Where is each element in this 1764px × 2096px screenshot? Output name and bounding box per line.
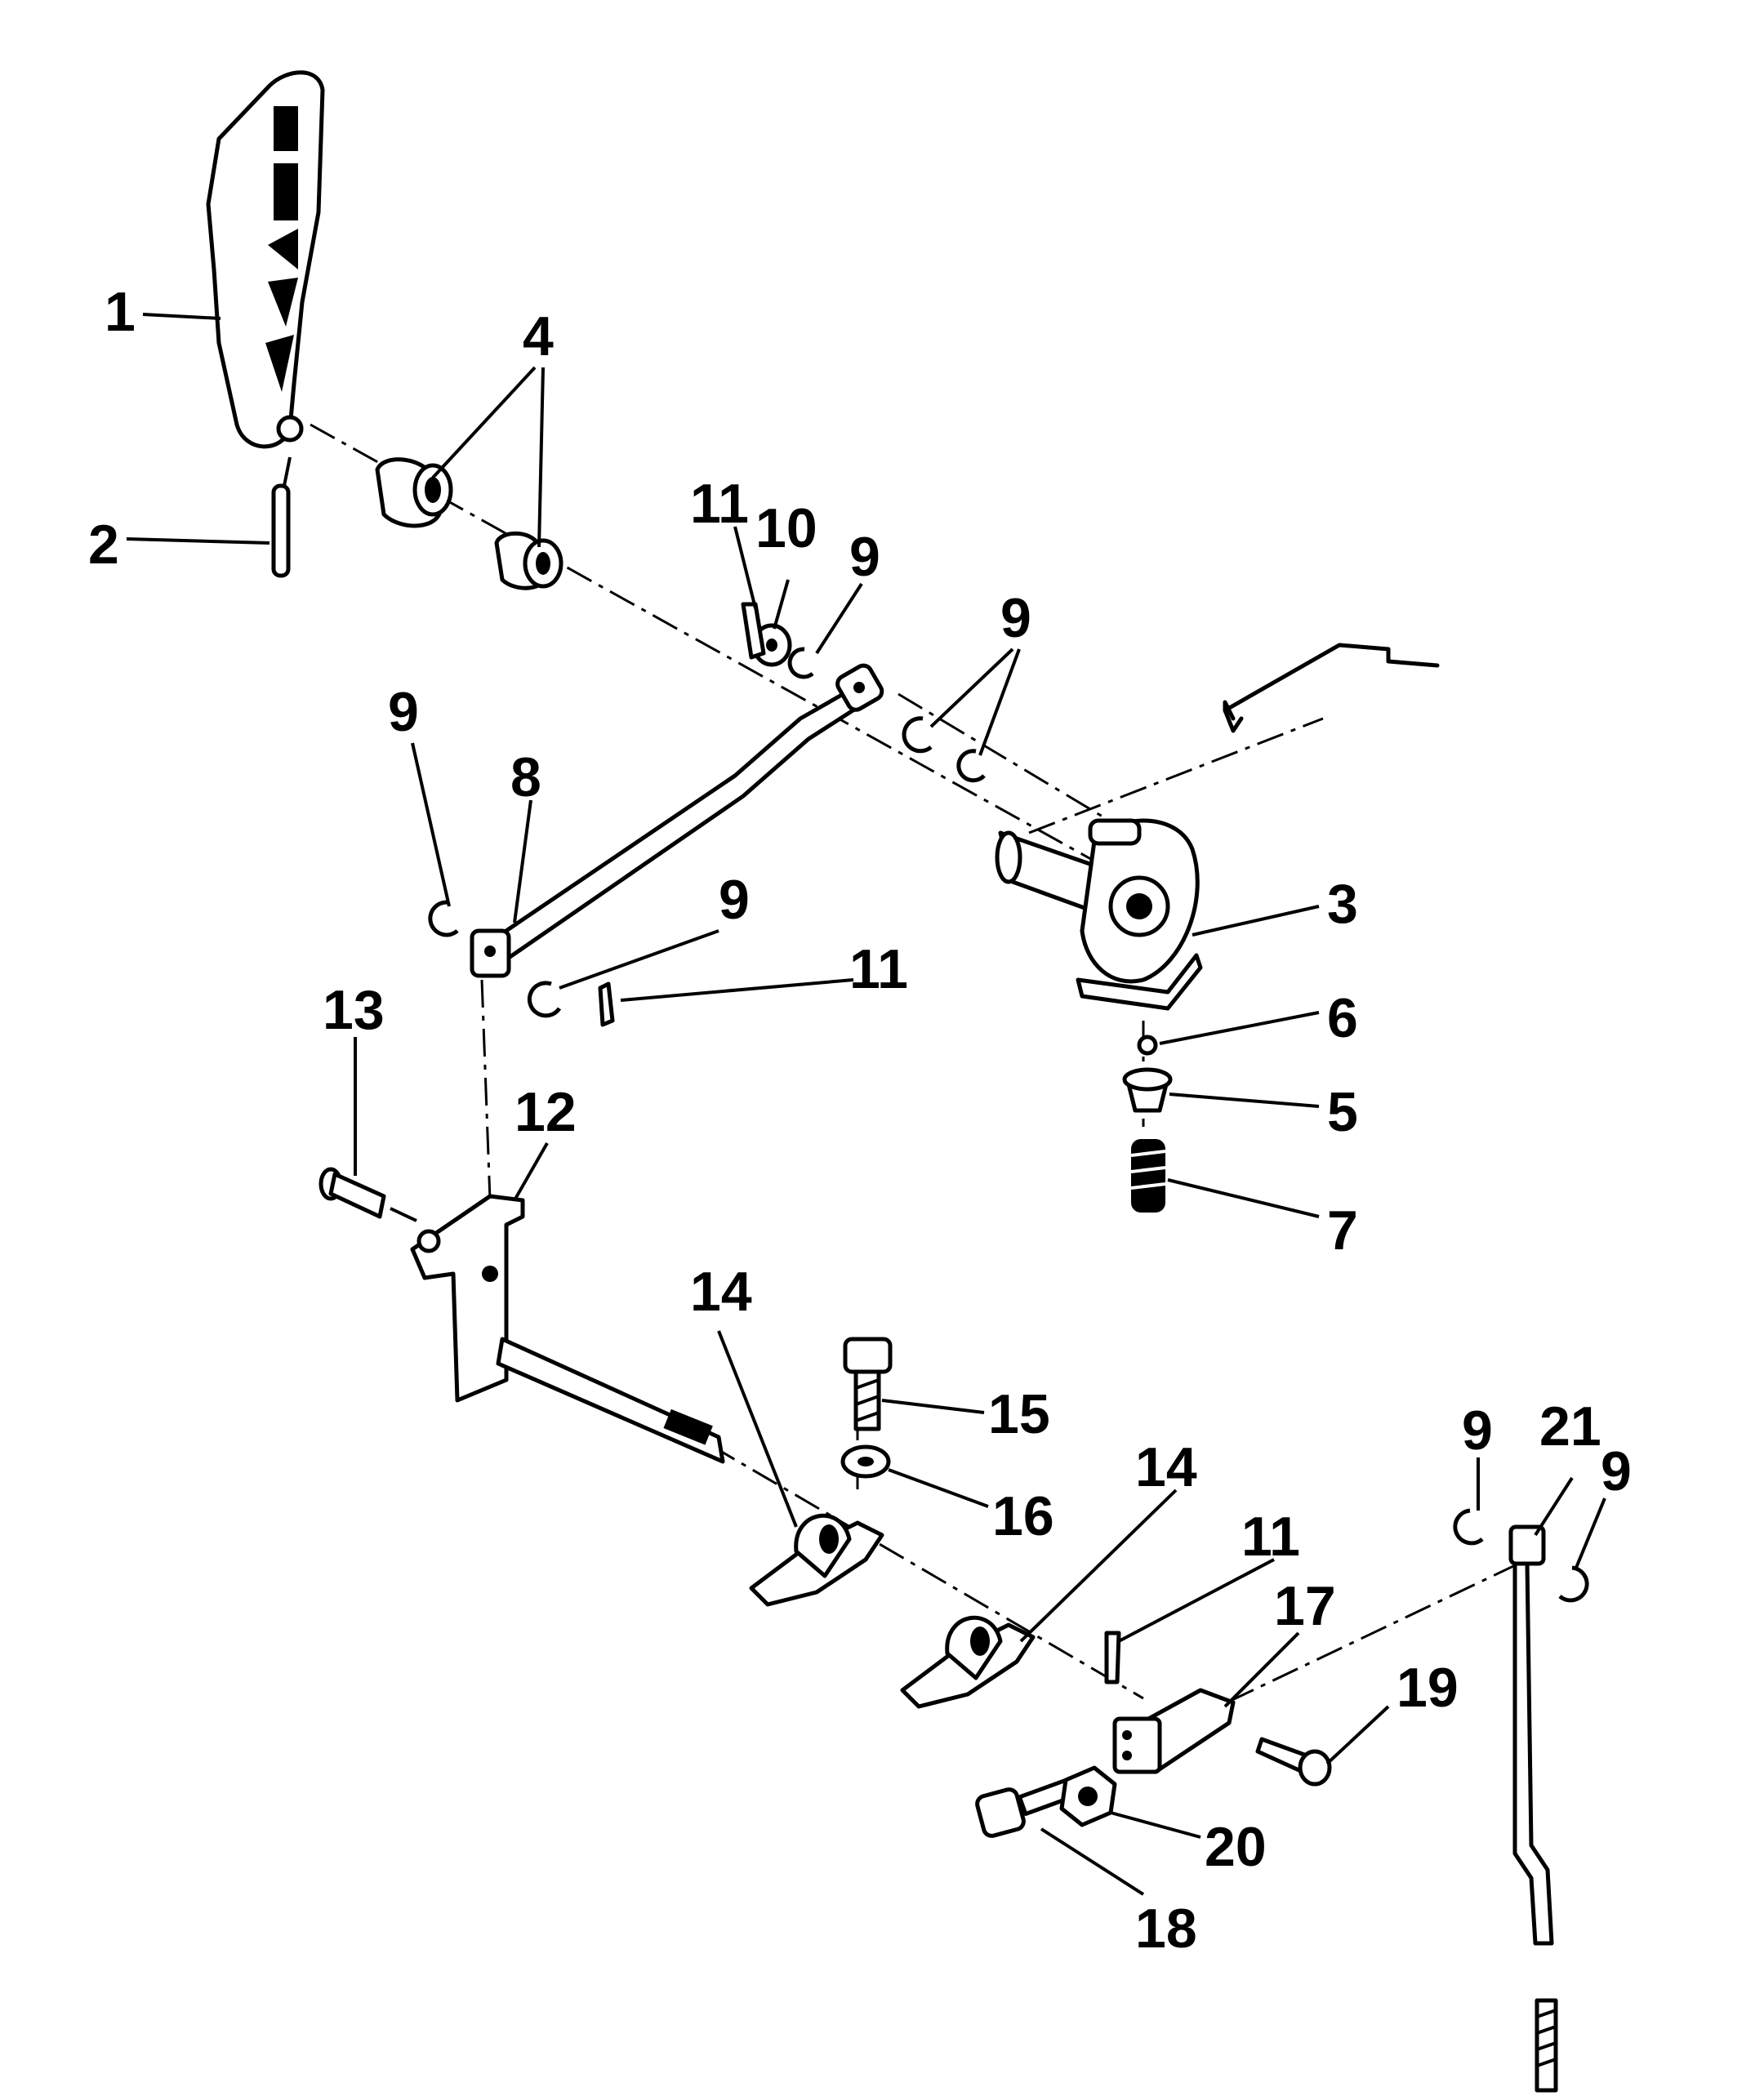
leader-lines: [126, 313, 1606, 1643]
part-5-plunger: [1122, 1067, 1320, 1113]
part-7-spring: [1130, 1139, 1320, 1218]
part-17-clevis: [1112, 1631, 1300, 1774]
callout-3: 3: [1327, 873, 1358, 935]
callout-11-b: 11: [849, 938, 908, 1000]
part-11-cotter-pins: [598, 602, 1121, 1684]
callout-10: 10: [755, 497, 817, 559]
assembly-axes: [310, 423, 1528, 1724]
part-18-screw: [975, 1778, 1145, 1896]
callout-20: 20: [1205, 1816, 1267, 1878]
callout-13: 13: [323, 979, 385, 1041]
callout-4: 4: [523, 305, 554, 367]
callout-9-c: 9: [1000, 587, 1031, 649]
callout-6: 6: [1327, 987, 1358, 1049]
callout-12: 12: [514, 1081, 577, 1143]
callout-19: 19: [1396, 1657, 1459, 1719]
part-3-cam-plate: [995, 643, 1440, 1011]
callout-21: 21: [1539, 1395, 1601, 1457]
callout-5: 5: [1327, 1081, 1358, 1143]
callout-11-a: 11: [690, 473, 749, 535]
callout-9-e: 9: [1462, 1400, 1493, 1462]
part-16-washer: [840, 1444, 989, 1508]
part-9-clips: [428, 647, 1589, 1603]
callout-9-d: 9: [719, 869, 750, 931]
part-21-rod: [1508, 1524, 1558, 2093]
part-13-pin: [318, 1167, 417, 1222]
callout-labels: 1 2 3 4 5 6 7 8 9 9 9 9 9 9 10 11 11 11 …: [88, 281, 1632, 1960]
part-6-ball: [1137, 1011, 1320, 1056]
part-14-brackets: [749, 1513, 1036, 1709]
part-1-throttle-lever: [206, 70, 325, 449]
callout-8: 8: [510, 746, 541, 808]
part-15-screw: [843, 1337, 985, 1431]
part-8-link: [470, 663, 884, 978]
callout-9-b: 9: [849, 526, 880, 588]
part-4-bushings: [375, 457, 564, 590]
callout-15: 15: [988, 1383, 1050, 1445]
callout-1: 1: [105, 281, 136, 343]
part-2-pin: [271, 456, 292, 578]
part-19-pin: [1255, 1705, 1390, 1787]
callout-17: 17: [1274, 1575, 1336, 1637]
callout-18: 18: [1135, 1898, 1197, 1960]
part-20-nut: [1059, 1765, 1201, 1839]
callout-9-f: 9: [1601, 1440, 1632, 1502]
part-12-lever-arm: [410, 1194, 725, 1464]
callout-14-a: 14: [690, 1261, 752, 1323]
callout-9-a: 9: [388, 681, 419, 743]
callout-7: 7: [1327, 1199, 1358, 1262]
callout-11-c: 11: [1241, 1506, 1300, 1568]
callout-16: 16: [992, 1485, 1054, 1547]
callout-2: 2: [88, 514, 119, 576]
callout-14-b: 14: [1135, 1436, 1197, 1498]
